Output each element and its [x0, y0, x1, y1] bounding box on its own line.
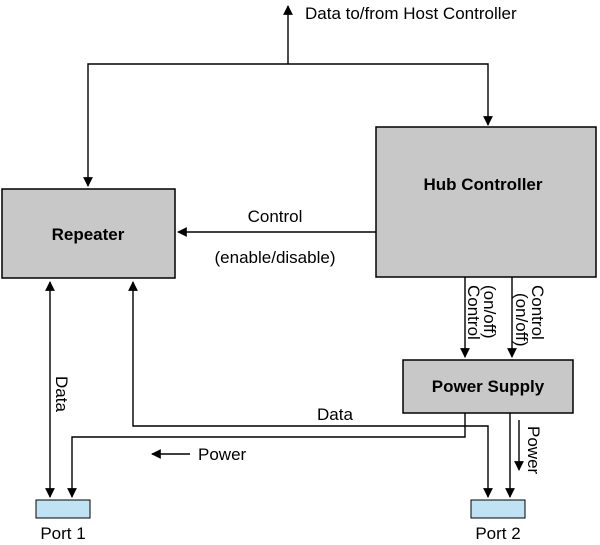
repeater-label: Repeater	[52, 225, 125, 244]
power-port1-line	[67, 413, 466, 498]
host-label: Data to/from Host Controller	[305, 4, 517, 23]
hub-controller-label: Hub Controller	[424, 175, 543, 194]
port2-box	[470, 499, 526, 519]
port2-label: Port 2	[475, 524, 520, 543]
data-left-label: Data	[52, 376, 71, 412]
repeater-box	[1, 188, 176, 279]
power-mid-label: Power	[198, 445, 247, 464]
port1-label: Port 1	[40, 524, 85, 543]
control-onoff-label-1b: (on/off)	[480, 285, 499, 339]
data-mid-label: Data	[317, 405, 353, 424]
port1-box	[35, 499, 91, 519]
host-to-hub-line	[288, 63, 493, 126]
hub-controller-box	[375, 126, 597, 278]
power-right-label: Power	[524, 426, 543, 475]
host-to-repeater-line	[83, 63, 288, 187]
control-label: Control	[248, 207, 303, 226]
control-onoff-label-2b: (on/off)	[512, 293, 531, 347]
power-supply-label: Power Supply	[432, 377, 545, 396]
data-port2-line	[128, 281, 493, 498]
enable-disable-label: (enable/disable)	[215, 248, 336, 267]
control-onoff-label-2a: Control	[528, 285, 547, 340]
